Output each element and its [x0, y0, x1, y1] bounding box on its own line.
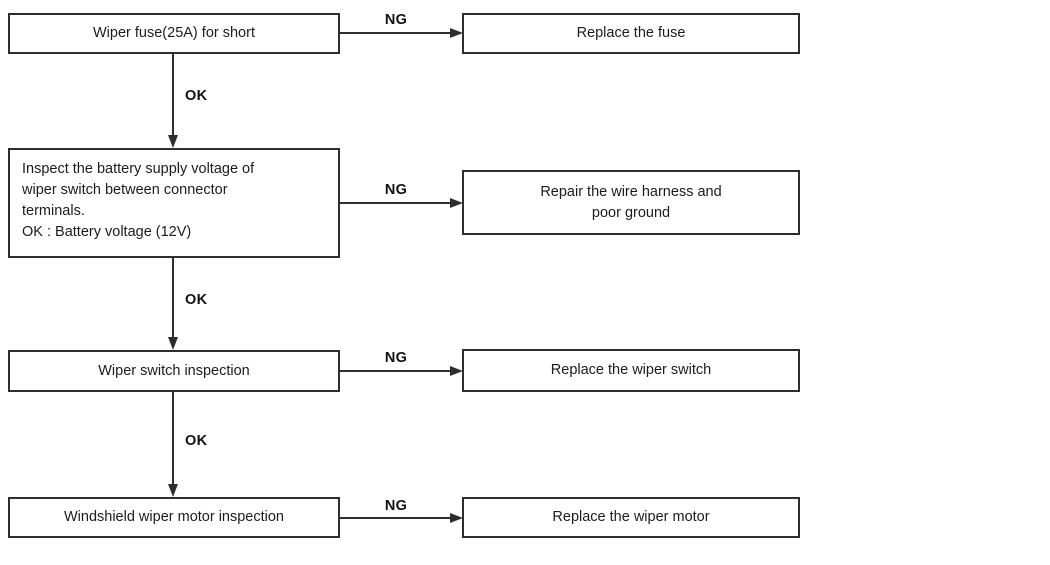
step2-ng-arrow-line	[340, 202, 452, 204]
step3-ok-label: OK	[185, 433, 208, 449]
step4-ng-label: NG	[384, 498, 408, 514]
step2-ok-connector-line	[172, 258, 174, 339]
step2-check-box: Inspect the battery supply voltage of wi…	[8, 148, 340, 258]
step1-check-box: Wiper fuse(25A) for short	[8, 13, 340, 54]
step3-action-box: Replace the wiper switch	[462, 349, 800, 392]
step2-ok-label: OK	[185, 292, 208, 308]
step1-action-box: Replace the fuse	[462, 13, 800, 54]
step4-ng-arrow-line	[340, 517, 452, 519]
step2-ng-arrowhead-icon	[450, 197, 463, 208]
step2-action-box: Repair the wire harness and poor ground	[462, 170, 800, 235]
step4-action-box: Replace the wiper motor	[462, 497, 800, 538]
step3-ok-arrowhead-icon	[167, 484, 178, 497]
step1-ok-label: OK	[185, 88, 208, 104]
step3-ok-connector-line	[172, 392, 174, 484]
step1-ok-connector-line	[172, 54, 174, 137]
step2-ok-arrowhead-icon	[167, 337, 178, 350]
step1-ng-arrow-line	[340, 32, 452, 34]
step3-ng-arrowhead-icon	[450, 365, 463, 376]
step4-ng-arrowhead-icon	[450, 512, 463, 523]
step1-ok-arrowhead-icon	[167, 135, 178, 148]
step2-ng-label: NG	[384, 182, 408, 198]
step3-ng-arrow-line	[340, 370, 452, 372]
step3-check-box: Wiper switch inspection	[8, 350, 340, 392]
step4-check-box: Windshield wiper motor inspection	[8, 497, 340, 538]
step3-ng-label: NG	[384, 350, 408, 366]
step1-ng-arrowhead-icon	[450, 27, 463, 38]
step1-ng-label: NG	[384, 12, 408, 28]
